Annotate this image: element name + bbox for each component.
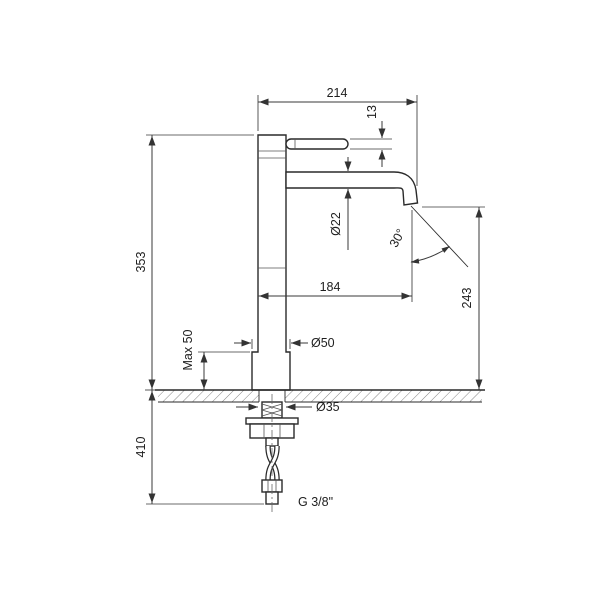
countertop-hatch-right	[285, 390, 482, 402]
dimension-max-deck-thickness: Max 50	[181, 329, 250, 390]
dimension-overall-width: 214	[257, 86, 418, 186]
dim-overall-width: 214	[327, 86, 348, 100]
dim-height-above-deck: 353	[134, 252, 148, 273]
faucet-spout	[285, 171, 419, 206]
dim-spout-reach: 184	[320, 280, 341, 294]
dim-outlet-height: 243	[460, 288, 474, 309]
dimension-below-deck-length: 410	[134, 390, 264, 505]
dimension-height-above-deck: 353	[134, 134, 254, 391]
dim-hole-diameter: Ø35	[316, 400, 340, 414]
dim-max-deck-thickness: Max 50	[181, 329, 195, 370]
supply-hoses	[265, 445, 280, 481]
dim-base-diameter: Ø50	[311, 336, 335, 350]
countertop	[155, 389, 485, 403]
faucet-body	[251, 134, 291, 391]
faucet-handle	[285, 138, 349, 150]
dimension-hole-diameter: Ø35	[236, 400, 340, 414]
dimension-outlet-height: 243	[422, 206, 485, 390]
dimension-handle-offset: 13	[350, 105, 392, 167]
dimension-spout-diameter: Ø22	[329, 157, 352, 250]
arc-arrowhead-right	[441, 246, 450, 253]
dim-spout-diameter: Ø22	[329, 212, 343, 236]
label-supply-connection: G 3/8"	[298, 495, 333, 509]
countertop-hatch-left	[158, 390, 259, 402]
dim-handle-offset: 13	[365, 105, 379, 119]
dim-below-deck-length: 410	[134, 437, 148, 458]
stream-angle-indicator	[410, 205, 469, 268]
dim-stream-angle: 30°	[387, 226, 408, 249]
dimension-base-diameter: Ø50	[234, 336, 335, 350]
arc-arrowhead-left	[410, 258, 420, 264]
dimension-spout-reach: 184	[258, 210, 413, 302]
